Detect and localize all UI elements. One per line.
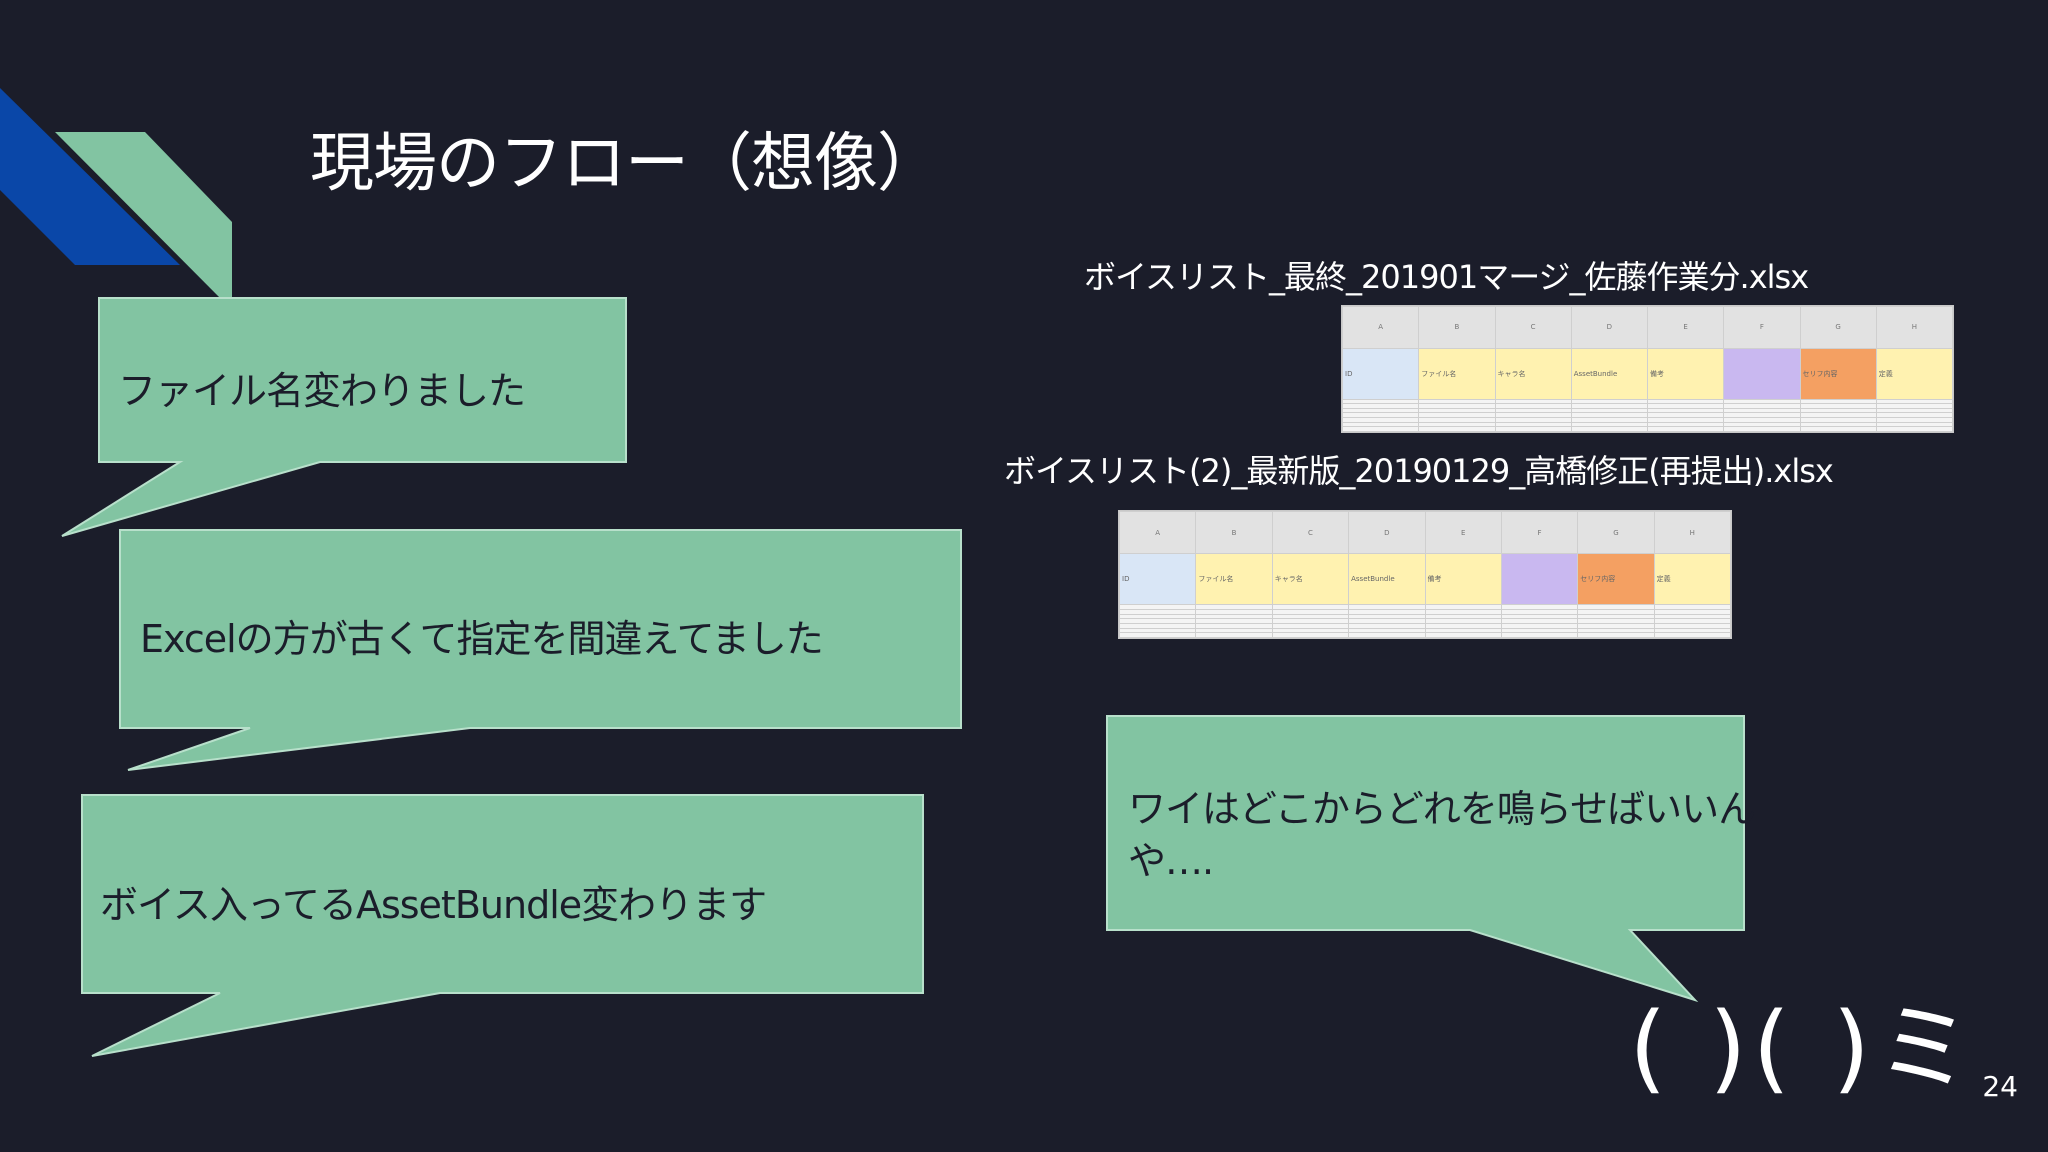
corner-decoration (0, 88, 232, 300)
file-1-name: ボイスリスト_最終_201901マージ_佐藤作業分.xlsx (1084, 258, 1809, 296)
col-blank (1723, 347, 1801, 400)
col-assetbundle: AssetBundle (1348, 552, 1426, 606)
col-character: キャラ名 (1271, 552, 1350, 606)
col-definition: 定義 (1875, 347, 1953, 400)
bubble-3-shape (81, 794, 924, 1057)
bubble-3-text: ボイス入ってるAssetBundle変わります (100, 883, 767, 927)
col-blank (1500, 552, 1579, 606)
blue-stripe (0, 88, 180, 265)
col-line: セリフ内容 (1799, 347, 1877, 400)
bubble-2-shape (119, 529, 962, 771)
green-stripe (55, 132, 232, 300)
bubble-4-text-line2: や…. (1128, 839, 1214, 883)
col-note: 備考 (1646, 347, 1725, 400)
col-definition: 定義 (1653, 552, 1731, 606)
page-number: 24 (1982, 1070, 2018, 1103)
bubble-2-text: Excelの方が古くて指定を間違えてました (140, 617, 824, 661)
col-filename: ファイル名 (1418, 347, 1496, 400)
col-character: キャラ名 (1494, 347, 1572, 400)
bubble-1-text: ファイル名変わりました (118, 369, 526, 413)
bubble-4-text-line1: ワイはどこからどれを鳴らせばいいん (1128, 787, 1756, 831)
bubble-1-shape (61, 297, 627, 537)
face-emoticon: ( )( )ミ (1629, 992, 1978, 1104)
col-assetbundle: AssetBundle (1570, 347, 1649, 400)
col-line: セリフ内容 (1577, 552, 1655, 606)
slide-title: 現場のフロー（想像） (310, 127, 941, 201)
col-filename: ファイル名 (1195, 552, 1273, 606)
bubble-4-shape (1106, 715, 1745, 1003)
col-id: ID (1342, 347, 1420, 400)
col-note: 備考 (1424, 552, 1502, 606)
col-id: ID (1119, 552, 1197, 606)
file-2-name: ボイスリスト(2)_最新版_20190129_高橋修正(再提出).xlsx (1004, 452, 1834, 490)
